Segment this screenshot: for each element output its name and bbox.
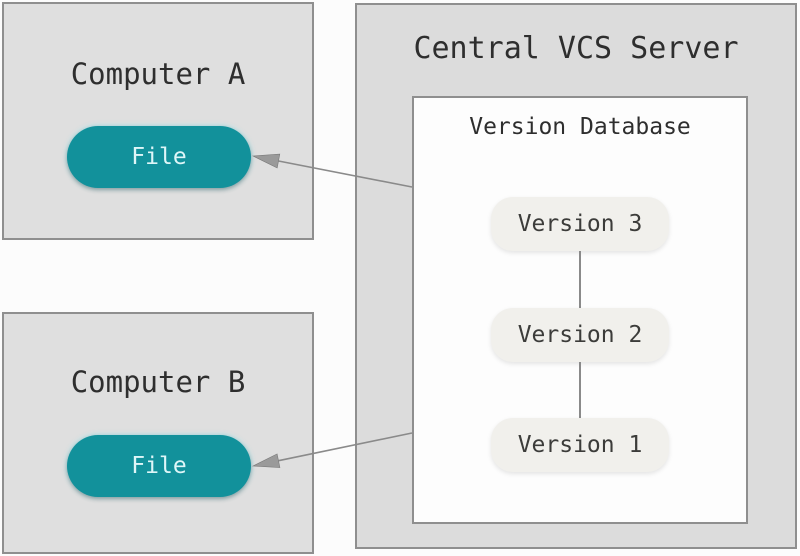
computer-b-file-label: File: [131, 453, 187, 479]
computer-a-title: Computer A: [70, 57, 246, 91]
computer-b-file-pill: File: [67, 435, 251, 497]
version-3-pill: Version 3: [491, 197, 669, 251]
computer-a-box: Computer A File: [2, 2, 314, 240]
connector-line-v3-v2: [579, 251, 581, 308]
version-1-label: Version 1: [517, 432, 643, 458]
connector-line-v2-v1: [579, 362, 581, 418]
central-vcs-server-box: Central VCS Server Version Database Vers…: [355, 3, 797, 549]
central-vcs-server-title: Central VCS Server: [413, 31, 739, 66]
computer-a-file-pill: File: [67, 126, 251, 188]
version-2-label: Version 2: [517, 322, 643, 348]
computer-a-file-label: File: [131, 144, 187, 170]
version-1-pill: Version 1: [491, 418, 669, 472]
version-3-label: Version 3: [517, 211, 643, 237]
version-database-title: Version Database: [469, 114, 691, 140]
version-database-panel: Version Database Version 3 Version 2 Ver…: [412, 96, 748, 524]
computer-b-title: Computer B: [70, 365, 246, 399]
computer-b-box: Computer B File: [2, 312, 314, 554]
version-2-pill: Version 2: [491, 308, 669, 362]
